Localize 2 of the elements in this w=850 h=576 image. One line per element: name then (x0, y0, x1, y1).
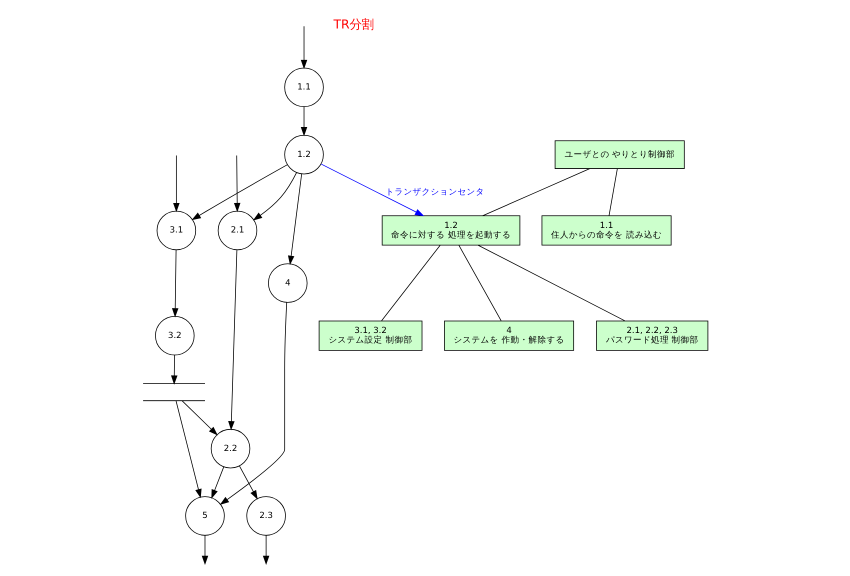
edge-label: トランザクションセンタ (384, 188, 484, 198)
label: TR分割 (332, 17, 374, 32)
